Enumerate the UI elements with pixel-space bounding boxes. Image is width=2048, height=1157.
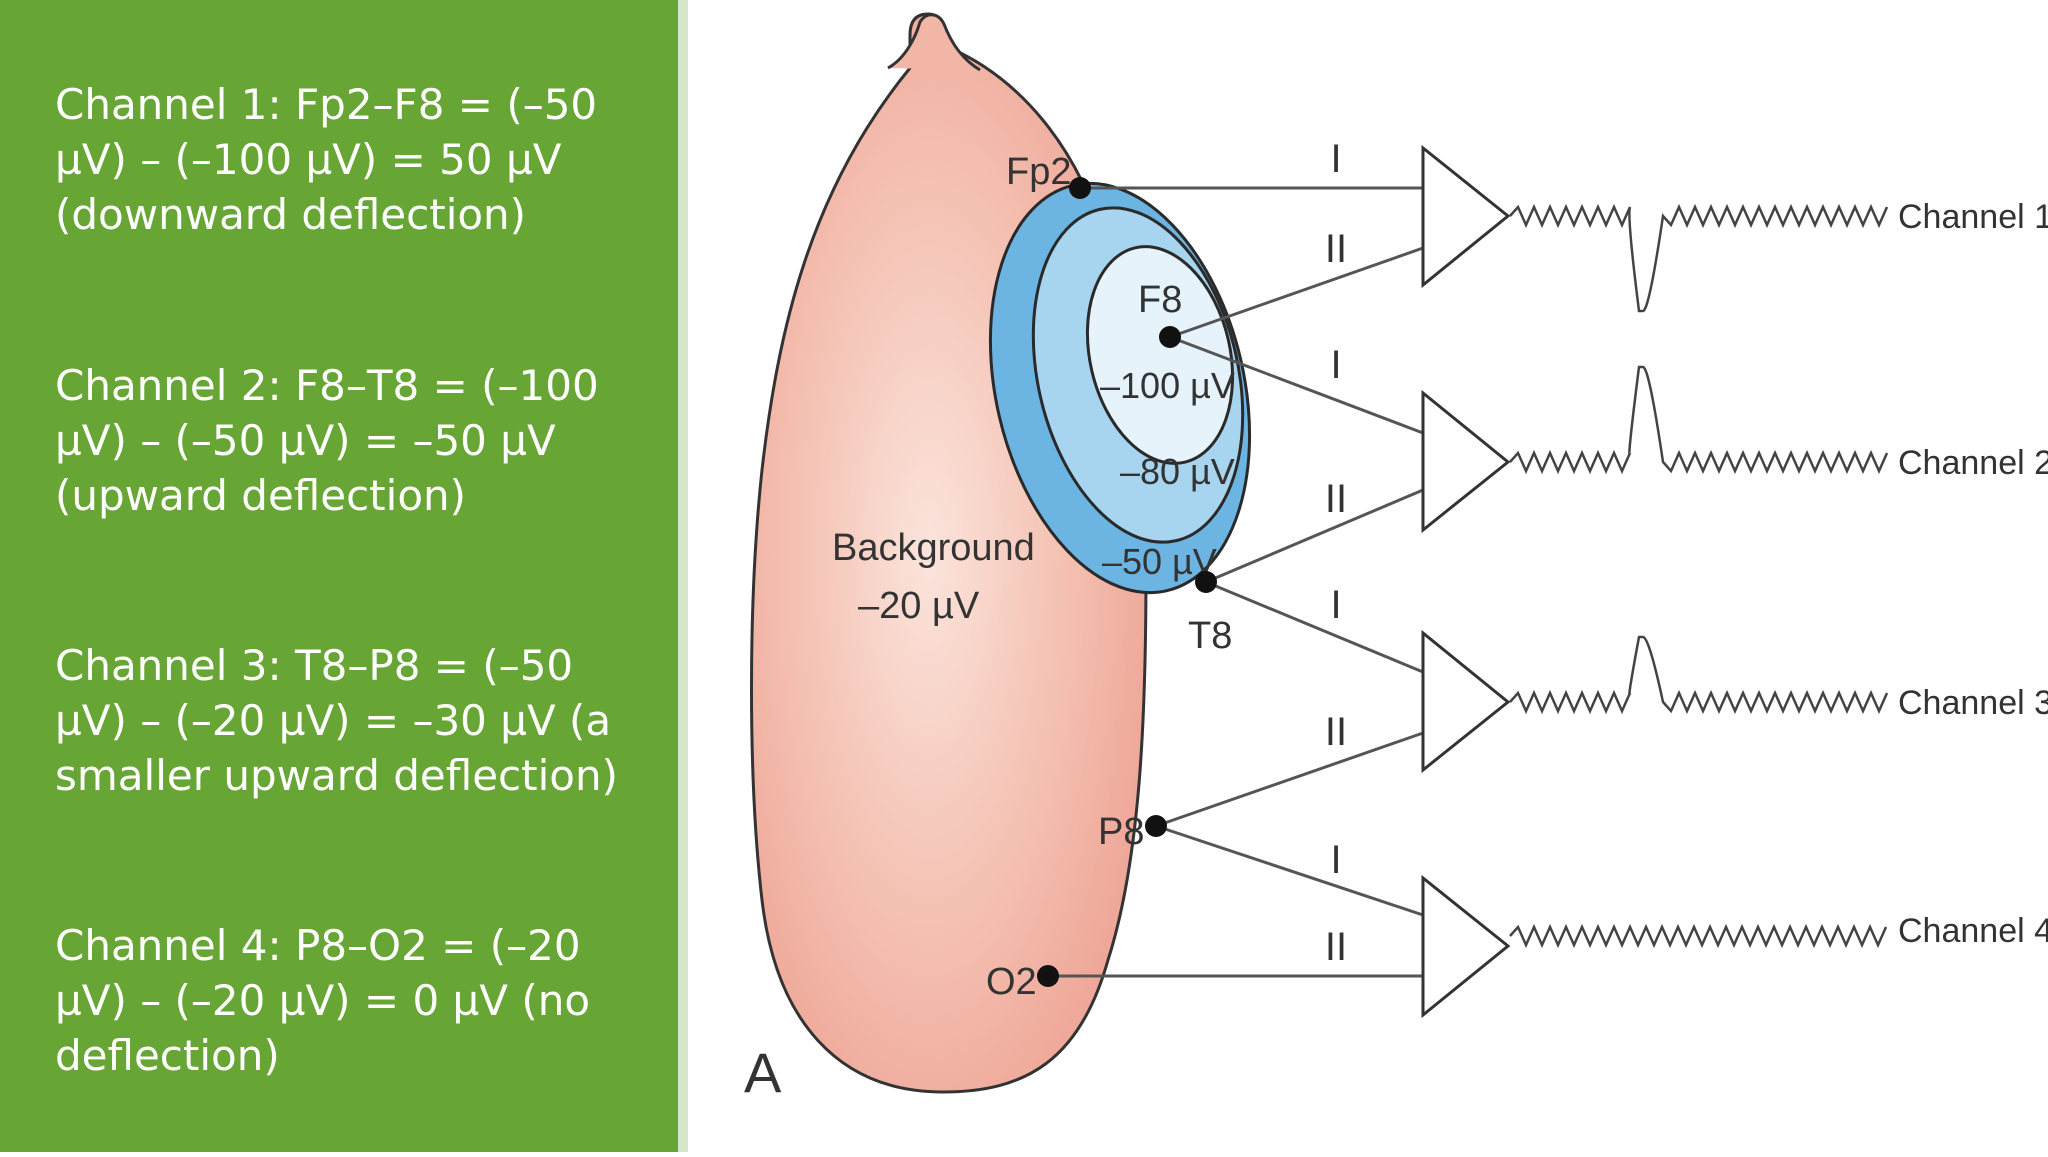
wire-f8-ch2: [1169, 335, 1424, 435]
field-label-100: –100 µV: [1100, 365, 1235, 406]
electrode-label-o2: O2: [986, 961, 1037, 1003]
input-label-4-ii: II: [1325, 925, 1347, 969]
channel-4-description: Channel 4: P8–O2 = (–20 µV) – (–20 µV) =…: [55, 921, 591, 1080]
amplifier-2: [1421, 389, 1511, 534]
waveforms: [1509, 203, 1889, 949]
eeg-montage-diagram: I II I II I II I II Channel 1 Channel 2 …: [688, 0, 2048, 1152]
nose-shape: [887, 13, 981, 72]
wire-t8-ch2: [1205, 488, 1424, 584]
channel-label-1: Channel 1: [1898, 198, 2048, 236]
background-label-line2: –20 µV: [858, 585, 980, 627]
background-label: Background –20 µV: [832, 527, 1035, 627]
input-label-1-i: I: [1330, 137, 1341, 181]
waveform-channel-4: [1509, 923, 1888, 949]
electrode-label-t8: T8: [1188, 615, 1232, 657]
wire-p8-ch4: [1155, 824, 1424, 917]
wire-p8-ch3: [1155, 731, 1424, 828]
electrode-labels: Fp2 F8 T8 P8 O2: [986, 151, 1232, 1003]
electrode-label-f8: F8: [1138, 279, 1182, 321]
waveform-channel-3: [1509, 635, 1889, 715]
amplifier-1: [1421, 144, 1511, 289]
channel-label-3: Channel 3: [1898, 684, 2048, 722]
channel-2-description: Channel 2: F8–T8 = (–100 µV) – (–50 µV) …: [55, 361, 599, 520]
channel-label-4: Channel 4: [1898, 912, 2048, 950]
input-label-3-i: I: [1330, 583, 1341, 627]
channel-3-description: Channel 3: T8–P8 = (–50 µV) – (–20 µV) =…: [55, 641, 618, 800]
amplifier-3: [1421, 629, 1511, 774]
wire-f8-ch1: [1169, 246, 1424, 339]
montage-svg: I II I II I II I II Channel 1 Channel 2 …: [744, 12, 2048, 1104]
input-label-4-i: I: [1330, 838, 1341, 882]
field-labels: –100 µV –80 µV –50 µV: [1100, 365, 1235, 582]
channel-labels: Channel 1 Channel 2 Channel 3 Channel 4: [1898, 198, 2048, 950]
text-panel: Channel 1: Fp2–F8 = (–50 µV) – (–100 µV)…: [0, 0, 678, 1152]
panel-letter: A: [744, 1041, 782, 1104]
field-ring-inner: [1085, 245, 1235, 465]
amplifiers: [1421, 144, 1511, 1019]
input-label-1-ii: II: [1325, 227, 1347, 271]
waveform-channel-2: [1509, 365, 1889, 475]
waveform-channel-1: [1509, 203, 1889, 313]
input-label-3-ii: II: [1325, 710, 1347, 754]
electrode-label-p8: P8: [1098, 811, 1144, 853]
amplifier-4: [1421, 874, 1511, 1019]
input-label-2-ii: II: [1325, 477, 1347, 521]
channel-1-description: Channel 1: Fp2–F8 = (–50 µV) – (–100 µV)…: [55, 80, 598, 239]
background-label-line1: Background: [832, 527, 1035, 569]
electrode-fp2: [1069, 177, 1091, 199]
input-labels: I II I II I II I II: [1325, 137, 1347, 969]
electrode-p8: [1145, 815, 1167, 837]
panel-divider: [678, 0, 688, 1152]
electrode-f8: [1159, 326, 1181, 348]
wire-t8-ch3: [1205, 580, 1424, 674]
electrodes: [1037, 177, 1217, 987]
wires: [1048, 186, 1424, 978]
electrode-label-fp2: Fp2: [1006, 151, 1071, 193]
electrode-o2: [1037, 965, 1059, 987]
field-label-80: –80 µV: [1120, 451, 1235, 492]
channel-label-2: Channel 2: [1898, 444, 2048, 482]
input-label-2-i: I: [1330, 343, 1341, 387]
electrode-t8: [1195, 571, 1217, 593]
